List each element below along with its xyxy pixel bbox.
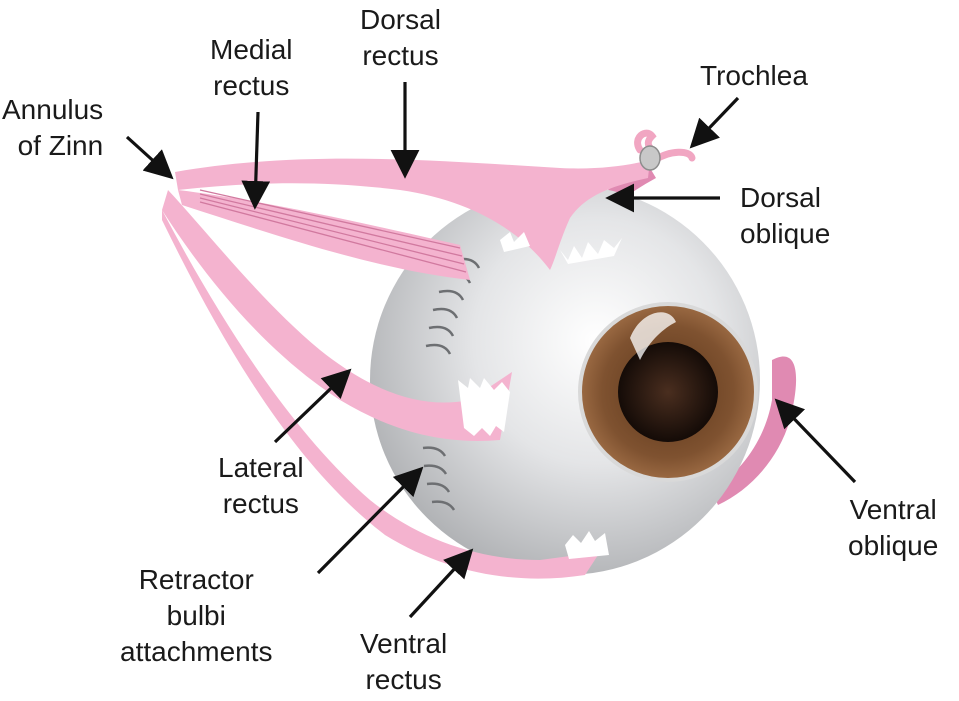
arrow-trochlea bbox=[689, 96, 740, 149]
label-retractor-bulbi-line-1: Retractor bbox=[138, 564, 254, 595]
label-lateral-rectus-line-2: rectus bbox=[222, 488, 299, 519]
label-ventral-oblique-line-1: Ventral bbox=[849, 494, 937, 525]
label-dorsal-rectus: Dorsal rectus bbox=[360, 2, 441, 74]
label-ventral-rectus-line-1: Ventral bbox=[360, 628, 448, 659]
arrow-lateral-rectus bbox=[273, 368, 352, 444]
arrow-ventral-oblique bbox=[774, 398, 857, 484]
arrow-medial-rectus bbox=[241, 111, 271, 210]
arrow-ventral-rectus bbox=[408, 548, 474, 619]
label-dorsal-oblique: Dorsal oblique bbox=[740, 180, 830, 252]
trochlea-ring bbox=[639, 145, 661, 171]
label-annulus-of-zinn-line-2: of Zinn bbox=[17, 130, 104, 161]
label-trochlea-line-1: Trochlea bbox=[700, 60, 808, 91]
label-medial-rectus: Medial rectus bbox=[210, 32, 292, 104]
label-ventral-rectus: Ventral rectus bbox=[360, 626, 447, 698]
label-retractor-bulbi-line-3: attachments bbox=[120, 636, 273, 667]
tendon-end-lateral bbox=[458, 378, 510, 436]
label-ventral-oblique-line-2: oblique bbox=[848, 530, 939, 561]
label-dorsal-rectus-line-1: Dorsal bbox=[360, 4, 441, 35]
label-retractor-bulbi-line-2: bulbi bbox=[166, 600, 226, 631]
label-annulus-of-zinn-line-1: Annulus bbox=[2, 94, 104, 125]
label-dorsal-oblique-line-2: oblique bbox=[740, 218, 831, 249]
pupil bbox=[618, 342, 718, 442]
label-annulus-of-zinn: Annulus of Zinn bbox=[2, 92, 103, 164]
label-lateral-rectus: Lateral rectus bbox=[218, 450, 304, 522]
tendon-end-dorsal bbox=[560, 238, 622, 264]
label-trochlea: Trochlea bbox=[700, 58, 808, 94]
label-ventral-oblique: Ventral oblique bbox=[848, 492, 938, 564]
tendon-end-ventral bbox=[565, 531, 609, 559]
arrows bbox=[125, 82, 857, 619]
label-dorsal-oblique-line-1: Dorsal bbox=[740, 182, 821, 213]
pupil-highlight bbox=[630, 312, 676, 360]
label-ventral-rectus-line-2: rectus bbox=[365, 664, 442, 695]
label-dorsal-rectus-line-2: rectus bbox=[362, 40, 439, 71]
arrow-annulus-of-zinn bbox=[125, 135, 174, 180]
ventral-oblique-muscle bbox=[712, 356, 797, 505]
label-lateral-rectus-line-1: Lateral bbox=[218, 452, 304, 483]
arrow-retractor-bulbi bbox=[316, 466, 424, 575]
label-medial-rectus-line-1: Medial bbox=[210, 34, 293, 65]
label-medial-rectus-line-2: rectus bbox=[213, 70, 290, 101]
dorsal-rectus-muscle bbox=[175, 158, 650, 270]
tendon-end-medial bbox=[500, 232, 530, 252]
label-retractor-bulbi-attachments: Retractor bulbi attachments bbox=[120, 562, 273, 670]
